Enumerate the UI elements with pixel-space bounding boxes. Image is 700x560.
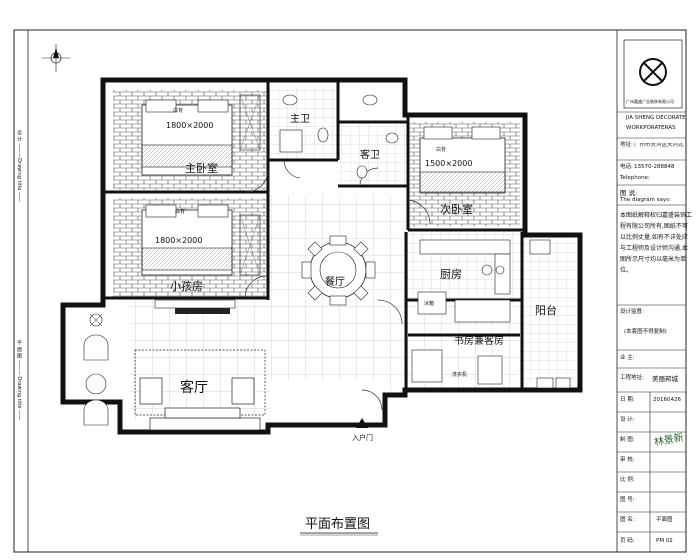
- address-label: 地址:: [620, 142, 633, 148]
- room-label-guest-bath: 客卫: [360, 148, 380, 161]
- second-bed: [419, 126, 506, 194]
- entrance-label: 入户门: [352, 433, 373, 442]
- designer-label: 设计监督:: [620, 309, 644, 315]
- living-sofa: [134, 349, 266, 431]
- project-label: 工程地址:: [620, 375, 644, 381]
- sheet-value: 平面图: [656, 517, 673, 523]
- washer-label: 洗衣机: [452, 371, 467, 378]
- master-bed: [141, 99, 233, 176]
- room-label-balcony: 阳台: [535, 303, 557, 317]
- designer-note: (本套图不得复制): [624, 329, 667, 335]
- phone-value: 13570-288848: [634, 164, 675, 170]
- bed-size-second: 1500×2000: [425, 159, 472, 168]
- phone-label: 电话:: [620, 164, 633, 170]
- company-en-line1: JIA SHENG DECORATE: [626, 115, 686, 121]
- margin-text-bottom: 平 面 图 ——— Drawing title ——: [16, 340, 22, 421]
- fridge-label: 冰箱: [424, 300, 434, 307]
- notes-body: 本图纸解释权归嘉盛装饰工程有限公司所有,图纸不可以比例丈量,如有不详处应与工程师…: [620, 212, 693, 274]
- page-value: PM 02: [656, 538, 673, 544]
- north-arrow-icon: [42, 44, 70, 72]
- design-label: 设 计:: [620, 417, 635, 423]
- bed-head-label-second: 白背: [436, 146, 446, 153]
- room-label-dining: 餐厅: [325, 275, 345, 288]
- date-value: 20160426: [653, 397, 681, 403]
- page-label: 页 码:: [620, 538, 635, 544]
- notes-subtitle: The diagram says:: [620, 197, 671, 203]
- telephone-en: Telephone:: [620, 175, 650, 181]
- dining-table: [301, 235, 376, 306]
- room-label-living-room: 客厅: [180, 379, 208, 396]
- entrance-arrow-icon: [356, 418, 368, 428]
- sheet-label: 图 名:: [620, 517, 635, 523]
- drawing-title: 平面布置图: [305, 517, 371, 532]
- date-label: 日 期:: [620, 397, 635, 403]
- notes-title: 图 说:: [620, 189, 638, 197]
- owner-label: 业 主:: [620, 355, 635, 361]
- room-label-master-bath: 主卫: [290, 113, 310, 125]
- room-label-second-bedroom: 次卧室: [440, 202, 473, 216]
- floor-plan: [60, 77, 583, 435]
- drawing-label: 制 图:: [620, 437, 635, 443]
- drawing-no-label: 图 号:: [620, 497, 635, 503]
- company-en-line2: WORKPORATERAS: [626, 125, 676, 131]
- scale-label: 比 例:: [620, 477, 635, 483]
- bed-size-master: 1800×2000: [166, 121, 213, 130]
- check-label: 审 核:: [620, 457, 635, 463]
- bed-head-label-master: 白背: [173, 107, 183, 114]
- bed-head-label-kids: 白背: [175, 208, 185, 215]
- title-block-frame: [616, 29, 687, 553]
- address-value: 广州市天河区天河北路233号: [634, 143, 684, 148]
- company-logo: [623, 39, 683, 109]
- kids-bed: [141, 204, 233, 276]
- room-label-master-bedroom: 主卧室: [185, 161, 218, 175]
- room-label-kitchen: 厨房: [440, 268, 462, 281]
- bed-size-kids: 1800×2000: [155, 236, 202, 245]
- room-label-study-guest: 书房兼客房: [454, 334, 504, 347]
- company-cn: 广州嘉盛广告装饰有限公司: [626, 99, 674, 104]
- margin-text-top: 设 计 ———Drawing title ——: [16, 130, 22, 202]
- project-value: 美丽邦城: [652, 375, 678, 383]
- room-label-kids-room: 小孩房: [170, 280, 203, 293]
